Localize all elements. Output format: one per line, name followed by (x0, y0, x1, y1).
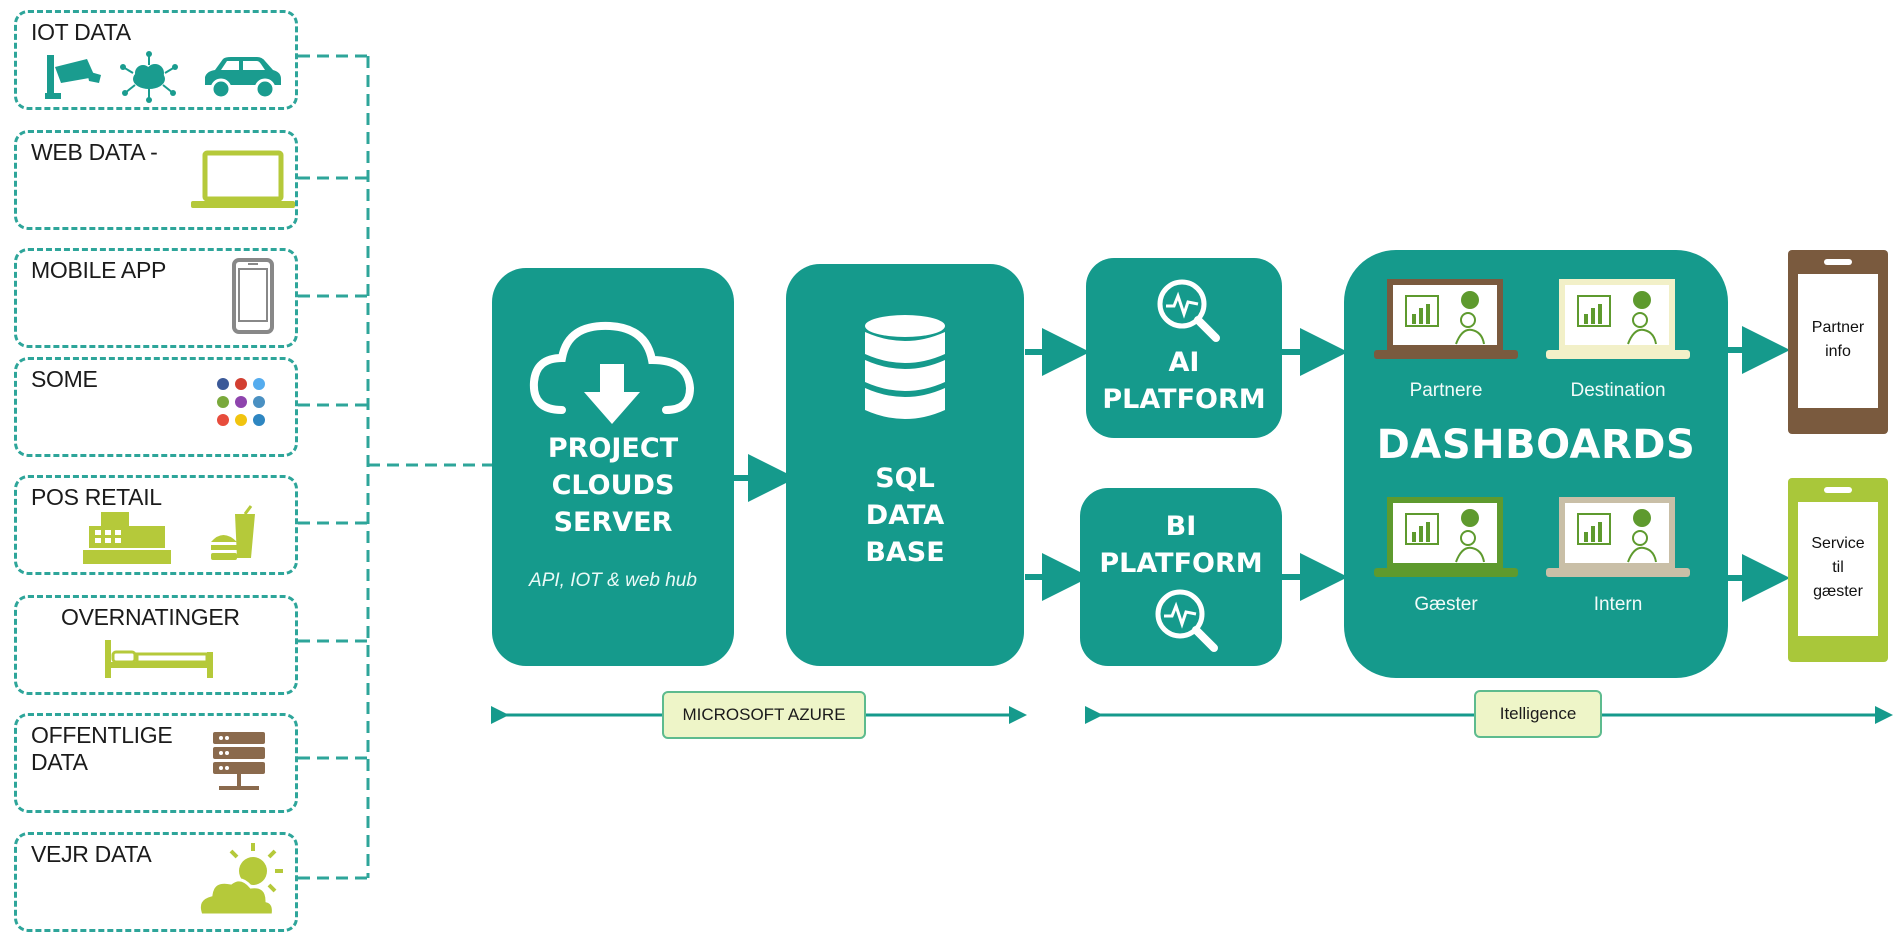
fast-food-icon (211, 505, 255, 560)
itelligence-tag: Itelligence (1474, 690, 1602, 738)
sql-database: SQL DATA BASE (786, 264, 1024, 666)
project-clouds-server: PROJECT CLOUDS SERVER API, IOT & web hub (492, 268, 734, 666)
car-icon (205, 57, 281, 100)
project-server-title: PROJECT CLOUDS SERVER (547, 433, 679, 538)
database-icon (865, 315, 945, 419)
source-iot: IOT DATA (14, 10, 298, 110)
source-label: MOBILE APP (31, 257, 167, 283)
source-some: SOME (14, 357, 298, 457)
bi-platform: BI PLATFORM (1080, 488, 1282, 666)
source-label: OFFENTLIGE DATA (31, 722, 173, 775)
microsoft-azure-tag: MICROSOFT AZURE (662, 691, 866, 739)
source-label: OVERNATINGER (61, 604, 240, 630)
phone-speaker (1824, 259, 1852, 265)
dashboard-laptop-icon (1546, 279, 1690, 359)
source-label: POS RETAIL (31, 484, 162, 510)
dashboard-label-partnere: Partnere (1409, 380, 1483, 401)
phone-screen (1798, 502, 1878, 636)
project-server-subtitle: API, IOT & web hub (529, 570, 697, 591)
source-mobile: MOBILE APP (14, 248, 298, 348)
dashboard-label-intern: Intern (1593, 594, 1643, 615)
cloud-download-icon (529, 321, 695, 424)
ai-platform: AI PLATFORM (1086, 258, 1282, 438)
dashboard-laptop-icon (1374, 279, 1518, 359)
dashboard-label-gaester: Gæster (1414, 594, 1478, 615)
dashboard-label-destination: Destination (1570, 380, 1666, 401)
social-media-icons-grid (217, 378, 265, 426)
bed-icon (105, 640, 213, 678)
phone-speaker (1824, 487, 1852, 493)
ai-platform-title: AI PLATFORM (1102, 347, 1266, 415)
weather-sun-cloud-icon (197, 843, 283, 917)
source-label: IOT DATA (31, 19, 131, 45)
sql-database-title: SQL DATA BASE (865, 463, 945, 568)
cash-register-icon (83, 512, 171, 564)
source-pos-retail: POS RETAIL (14, 475, 298, 575)
source-offentlige: OFFENTLIGE DATA (14, 713, 298, 813)
magnifier-analytics-icon (1155, 589, 1218, 652)
source-bus (298, 54, 492, 880)
dashboards-title: DASHBOARDS (1376, 422, 1696, 468)
laptop-icon (191, 150, 295, 208)
bi-platform-title: BI PLATFORM (1099, 511, 1263, 579)
source-label: WEB DATA - (31, 139, 158, 165)
surveillance-camera-icon (45, 55, 101, 99)
dashboard-laptop-icon (1374, 497, 1518, 577)
mobile-phone-icon (232, 258, 274, 334)
source-vejr: VEJR DATA (14, 832, 298, 932)
dashboards-panel: Partnere Destination DASHBOARDS Gæster I… (1344, 250, 1728, 678)
source-overnatinger: OVERNATINGER (14, 595, 298, 695)
output-service-til-gaester: Service til gæster (1788, 478, 1888, 662)
source-web: WEB DATA - (14, 130, 298, 230)
phone-screen (1798, 274, 1878, 408)
dashboard-laptop-icon (1546, 497, 1690, 577)
cloud-network-icon (120, 51, 178, 103)
output-label: Service til gæster (1811, 535, 1865, 600)
magnifier-analytics-icon (1157, 279, 1220, 342)
server-rack-icon (213, 732, 265, 790)
source-label: SOME (31, 366, 98, 392)
source-label: VEJR DATA (31, 841, 152, 867)
output-label: Partner info (1811, 319, 1865, 360)
output-partner-info: Partner info (1788, 250, 1888, 434)
